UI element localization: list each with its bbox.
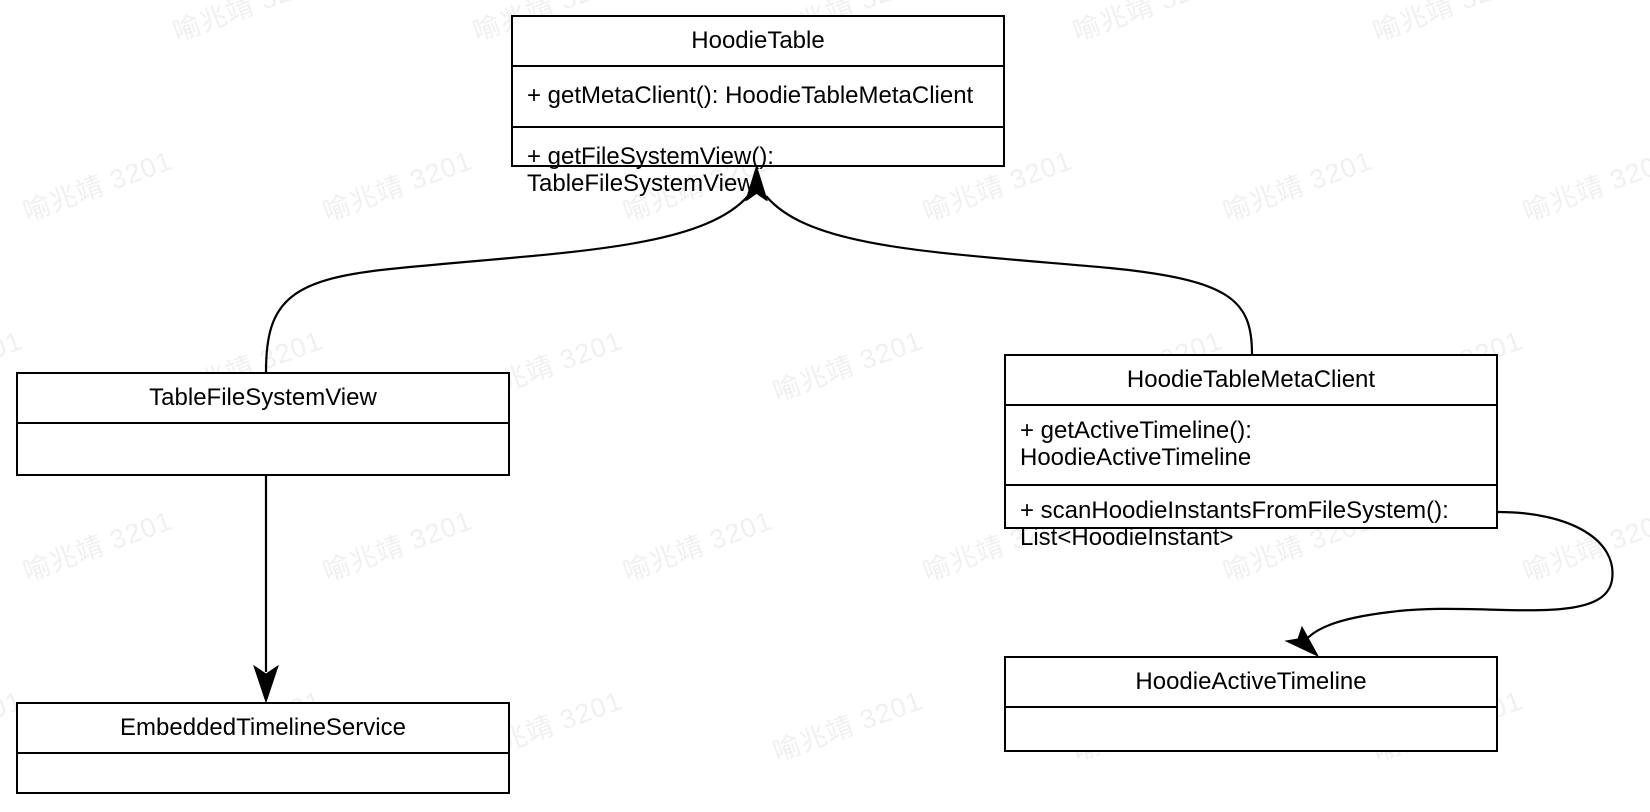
watermark-text: 喻兆靖 3201 (19, 505, 177, 588)
edge-tablefsview-to-embeddedtimeline (253, 476, 279, 704)
watermark-text: 喻兆靖 3201 (169, 0, 327, 48)
watermark-text: 喻兆靖 3201 (1369, 0, 1527, 48)
class-members-hoodie-table: + getMetaClient(): HoodieTableMetaClient… (513, 67, 1003, 214)
class-title-embedded-timeline-service: EmbeddedTimelineService (18, 704, 508, 754)
watermark-text: 喻兆靖 3201 (1519, 145, 1650, 228)
class-members-embedded-timeline-service (18, 754, 508, 792)
class-title-hoodie-table-meta-client: HoodieTableMetaClient (1006, 356, 1496, 406)
watermark-text: 喻兆靖 3201 (1069, 0, 1227, 48)
class-member: + getActiveTimeline(): HoodieActiveTimel… (1020, 417, 1252, 471)
class-box-embedded-timeline-service[interactable]: EmbeddedTimelineService (16, 702, 510, 794)
class-title-table-file-system-view: TableFileSystemView (18, 374, 508, 424)
watermark-text: 喻兆靖 3201 (0, 0, 27, 49)
watermark-text: 喻兆靖 3201 (769, 685, 927, 768)
class-member: + getFileSystemView(): TableFileSystemVi… (513, 125, 1003, 214)
class-box-hoodie-active-timeline[interactable]: HoodieActiveTimeline (1004, 656, 1498, 752)
class-box-table-file-system-view[interactable]: TableFileSystemView (16, 372, 510, 476)
watermark-text: 喻兆靖 3201 (319, 505, 477, 588)
class-member: + scanHoodieInstantsFromFileSystem(): Li… (1006, 483, 1496, 564)
watermark-text: 喻兆靖 3201 (19, 145, 177, 228)
watermark-text: 喻兆靖 3201 (619, 505, 777, 588)
class-member: + getMetaClient(): HoodieTableMetaClient (527, 82, 974, 109)
class-members-hoodie-active-timeline (1006, 708, 1496, 750)
watermark-text: 喻兆靖 3201 (319, 145, 477, 228)
class-title-hoodie-table: HoodieTable (513, 17, 1003, 67)
watermark-text: 喻兆靖 3201 (1519, 505, 1650, 588)
watermark-text: 喻兆靖 3201 (1219, 145, 1377, 228)
watermark-text: 喻兆靖 3201 (769, 325, 927, 408)
class-title-hoodie-active-timeline: HoodieActiveTimeline (1006, 658, 1496, 708)
class-box-hoodie-table[interactable]: HoodieTable + getMetaClient(): HoodieTab… (511, 15, 1005, 197)
class-box-hoodie-table-meta-client[interactable]: HoodieTableMetaClient + getActiveTimelin… (1004, 354, 1498, 551)
class-members-table-file-system-view (18, 424, 508, 474)
class-members-hoodie-table-meta-client: + getActiveTimeline(): HoodieActiveTimel… (1006, 406, 1496, 564)
